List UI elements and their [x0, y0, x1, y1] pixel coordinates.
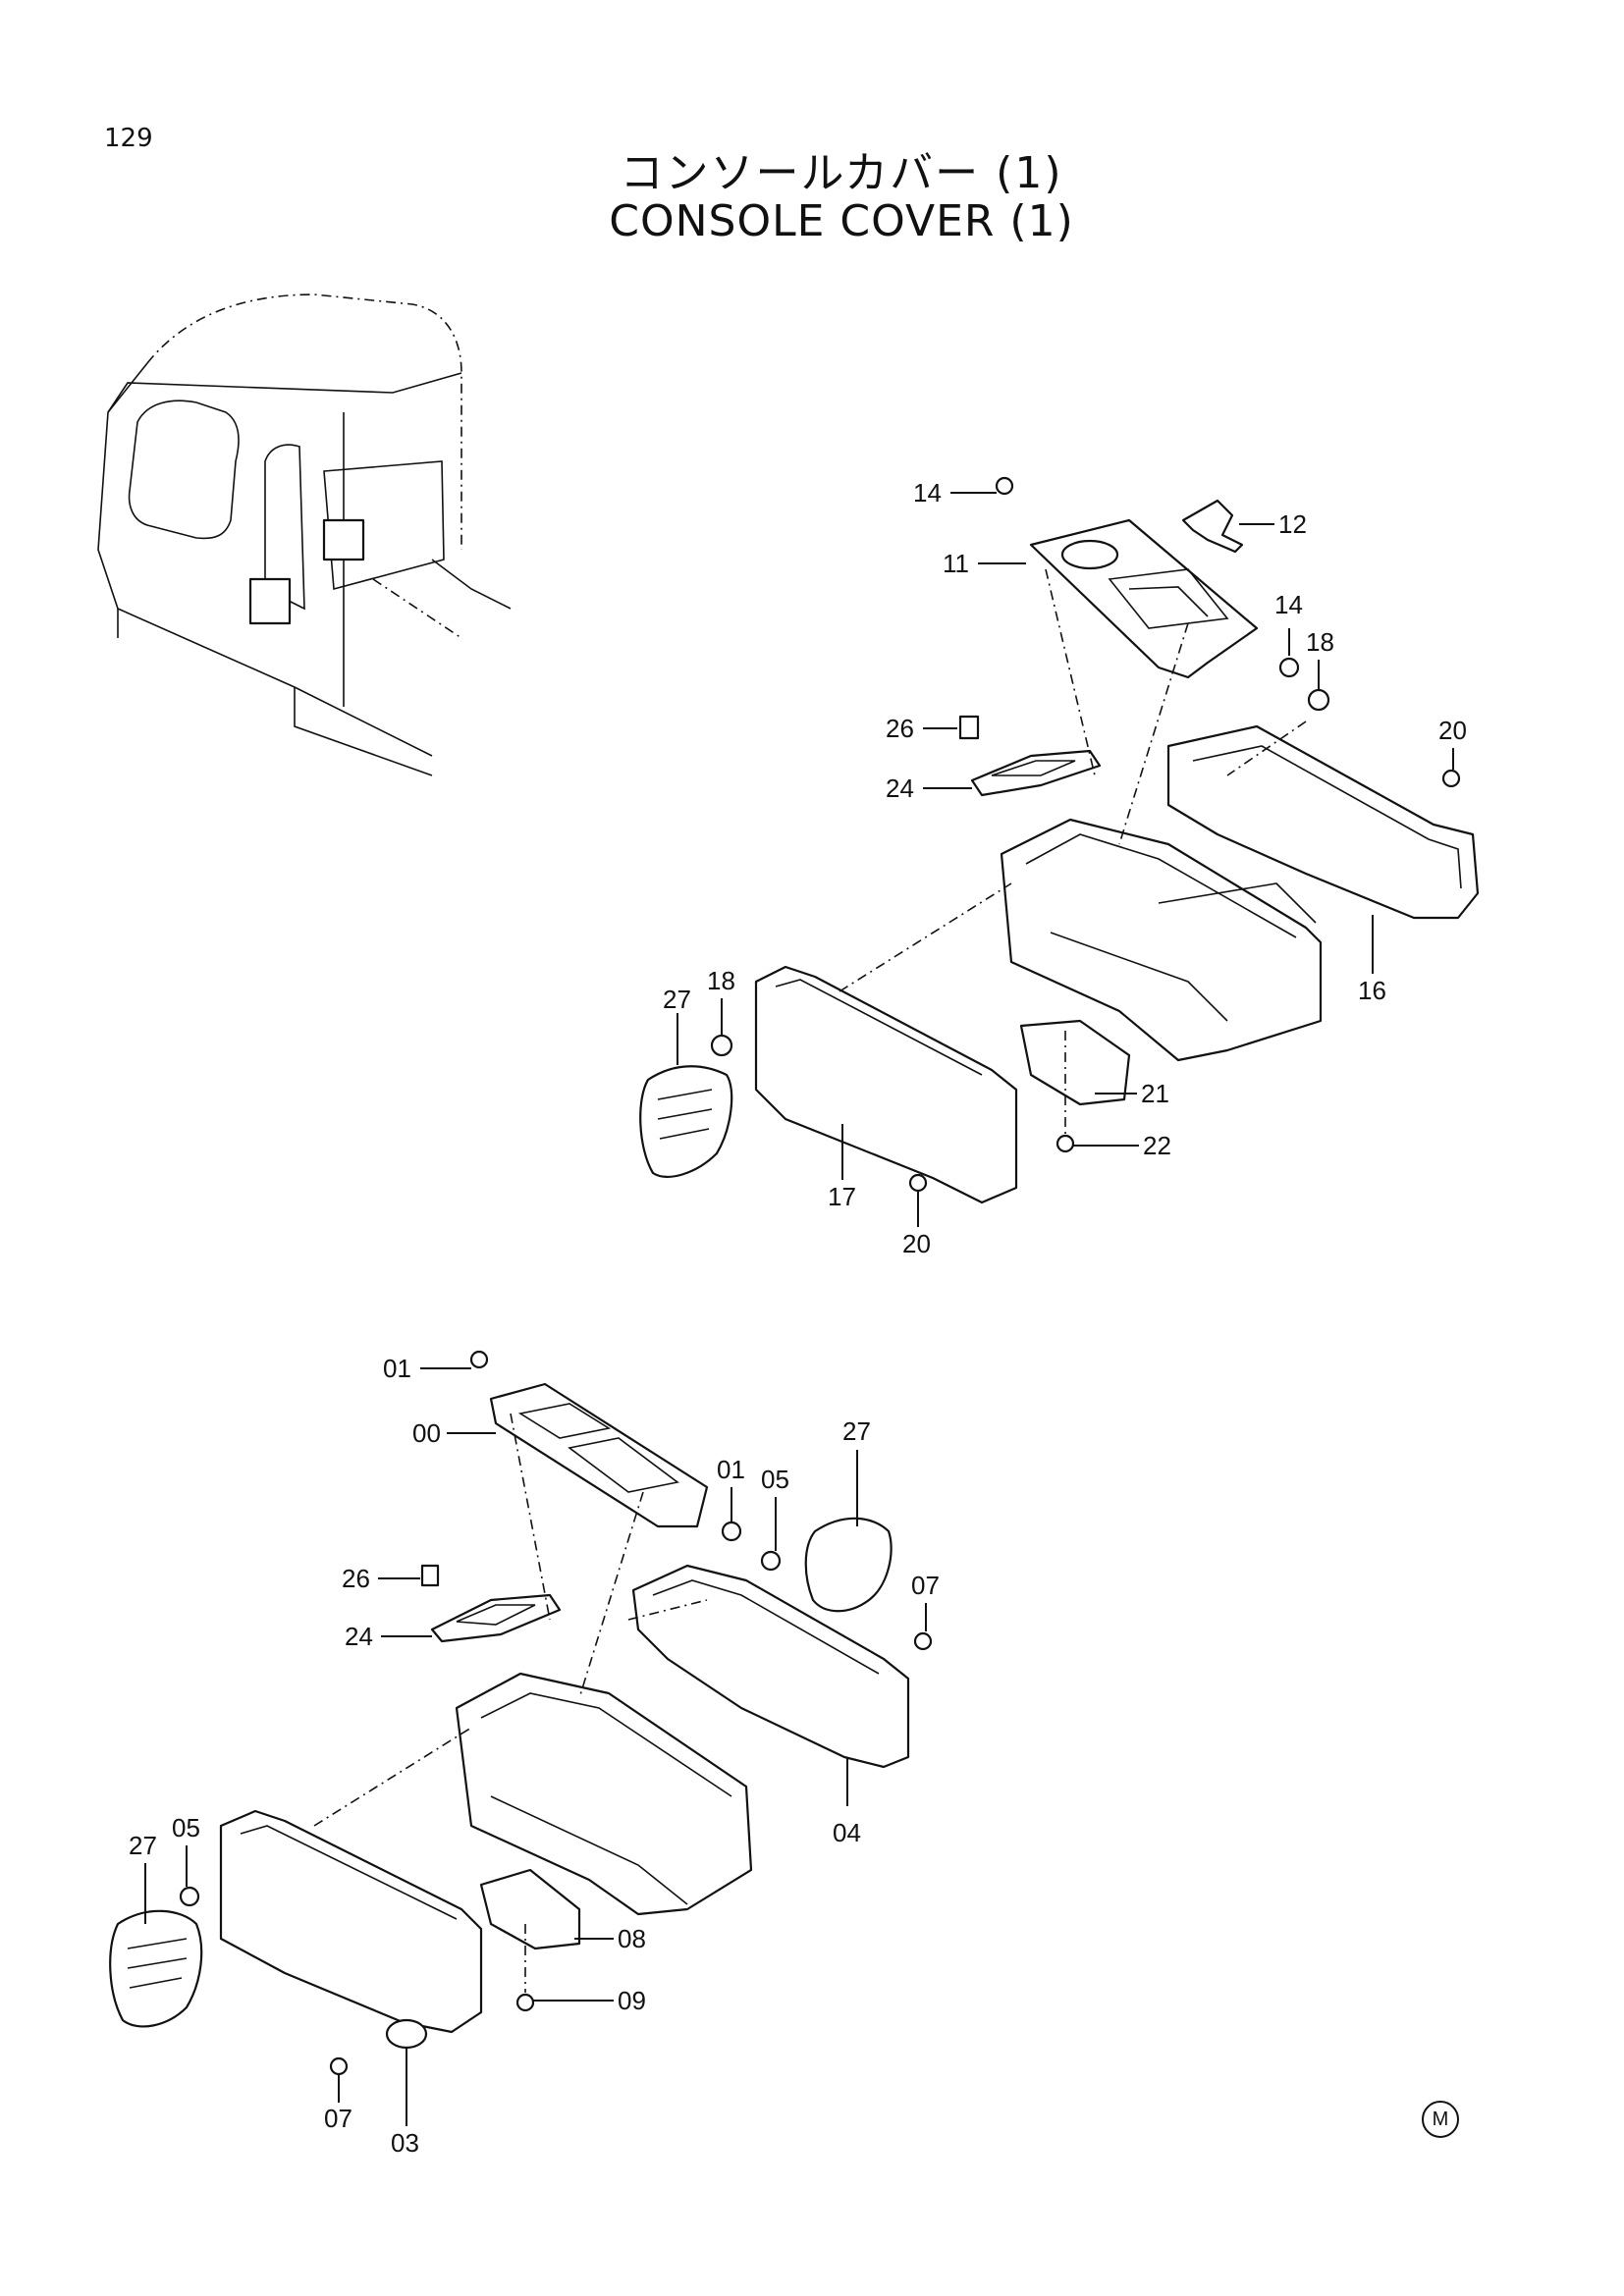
callout-14-b: 14 [1274, 590, 1303, 619]
part-04-side-cover [631, 1564, 910, 1769]
console-frame-center [1000, 818, 1323, 1062]
callout-04: 04 [833, 1818, 861, 1847]
callout-08: 08 [618, 1924, 646, 1953]
callout-22: 22 [1143, 1131, 1171, 1160]
part-24-plate-lower [430, 1593, 562, 1643]
callout-20: 20 [1438, 716, 1467, 745]
title-japanese: コンソールカバー (1) [620, 148, 1063, 198]
part-27-pad-lower-left [109, 1909, 203, 2028]
title-english: CONSOLE COVER (1) [609, 196, 1074, 246]
callout-21: 21 [1141, 1079, 1169, 1108]
callout-14: 14 [913, 478, 942, 507]
callout-17: 17 [828, 1182, 856, 1211]
callout-07: 07 [911, 1571, 940, 1600]
callout-27-c: 27 [842, 1416, 871, 1446]
callout-20-b: 20 [902, 1229, 931, 1258]
part-27-pad-upper-right [804, 1517, 893, 1613]
callout-03: 03 [391, 2128, 419, 2158]
callout-16: 16 [1358, 976, 1386, 1005]
callout-12: 12 [1278, 509, 1307, 539]
callout-leaders-lower [144, 1367, 927, 2126]
callout-07-b: 07 [324, 2104, 352, 2133]
part-24-plate [970, 749, 1102, 797]
part-12-bracket [1181, 499, 1244, 554]
callout-05-b: 05 [172, 1813, 200, 1842]
callout-27: 27 [663, 985, 691, 1014]
upper-assembly [639, 476, 1480, 1204]
callout-numbers-lower: 01 00 01 05 27 26 24 07 27 05 04 08 09 0… [129, 1354, 940, 2158]
callout-05: 05 [761, 1465, 789, 1494]
part-16-side-cover [1166, 724, 1480, 920]
lower-assembly [109, 1350, 933, 2076]
callout-24: 24 [886, 774, 914, 803]
callout-27-d: 27 [129, 1831, 157, 1860]
corner-mark: M [1422, 2101, 1459, 2138]
callout-11: 11 [943, 549, 969, 578]
callout-00: 00 [412, 1418, 441, 1448]
callout-18: 18 [1306, 627, 1334, 657]
part-00-top-tray [489, 1382, 709, 1528]
part-08-bracket [479, 1868, 581, 1950]
callout-01-b: 01 [717, 1455, 745, 1484]
console-frame-lower [455, 1672, 753, 1916]
part-03-side-panel [219, 1809, 483, 2034]
callout-numbers-upper: 14 12 11 14 18 20 26 24 16 18 27 21 22 1… [663, 478, 1467, 1258]
callout-26-b: 26 [342, 1564, 370, 1593]
callout-09: 09 [618, 1986, 646, 2015]
cab-locator-illustration [97, 294, 512, 776]
callout-01: 01 [383, 1354, 411, 1383]
callout-18-b: 18 [707, 966, 735, 995]
page-number: 129 [104, 124, 153, 153]
part-21-lower-bracket [1019, 1019, 1131, 1106]
callout-24-b: 24 [345, 1622, 373, 1651]
part-27-pad [639, 1065, 733, 1178]
callout-26: 26 [886, 714, 914, 743]
part-17-side-panel [754, 965, 1018, 1204]
callout-leaders-upper [677, 492, 1454, 1227]
